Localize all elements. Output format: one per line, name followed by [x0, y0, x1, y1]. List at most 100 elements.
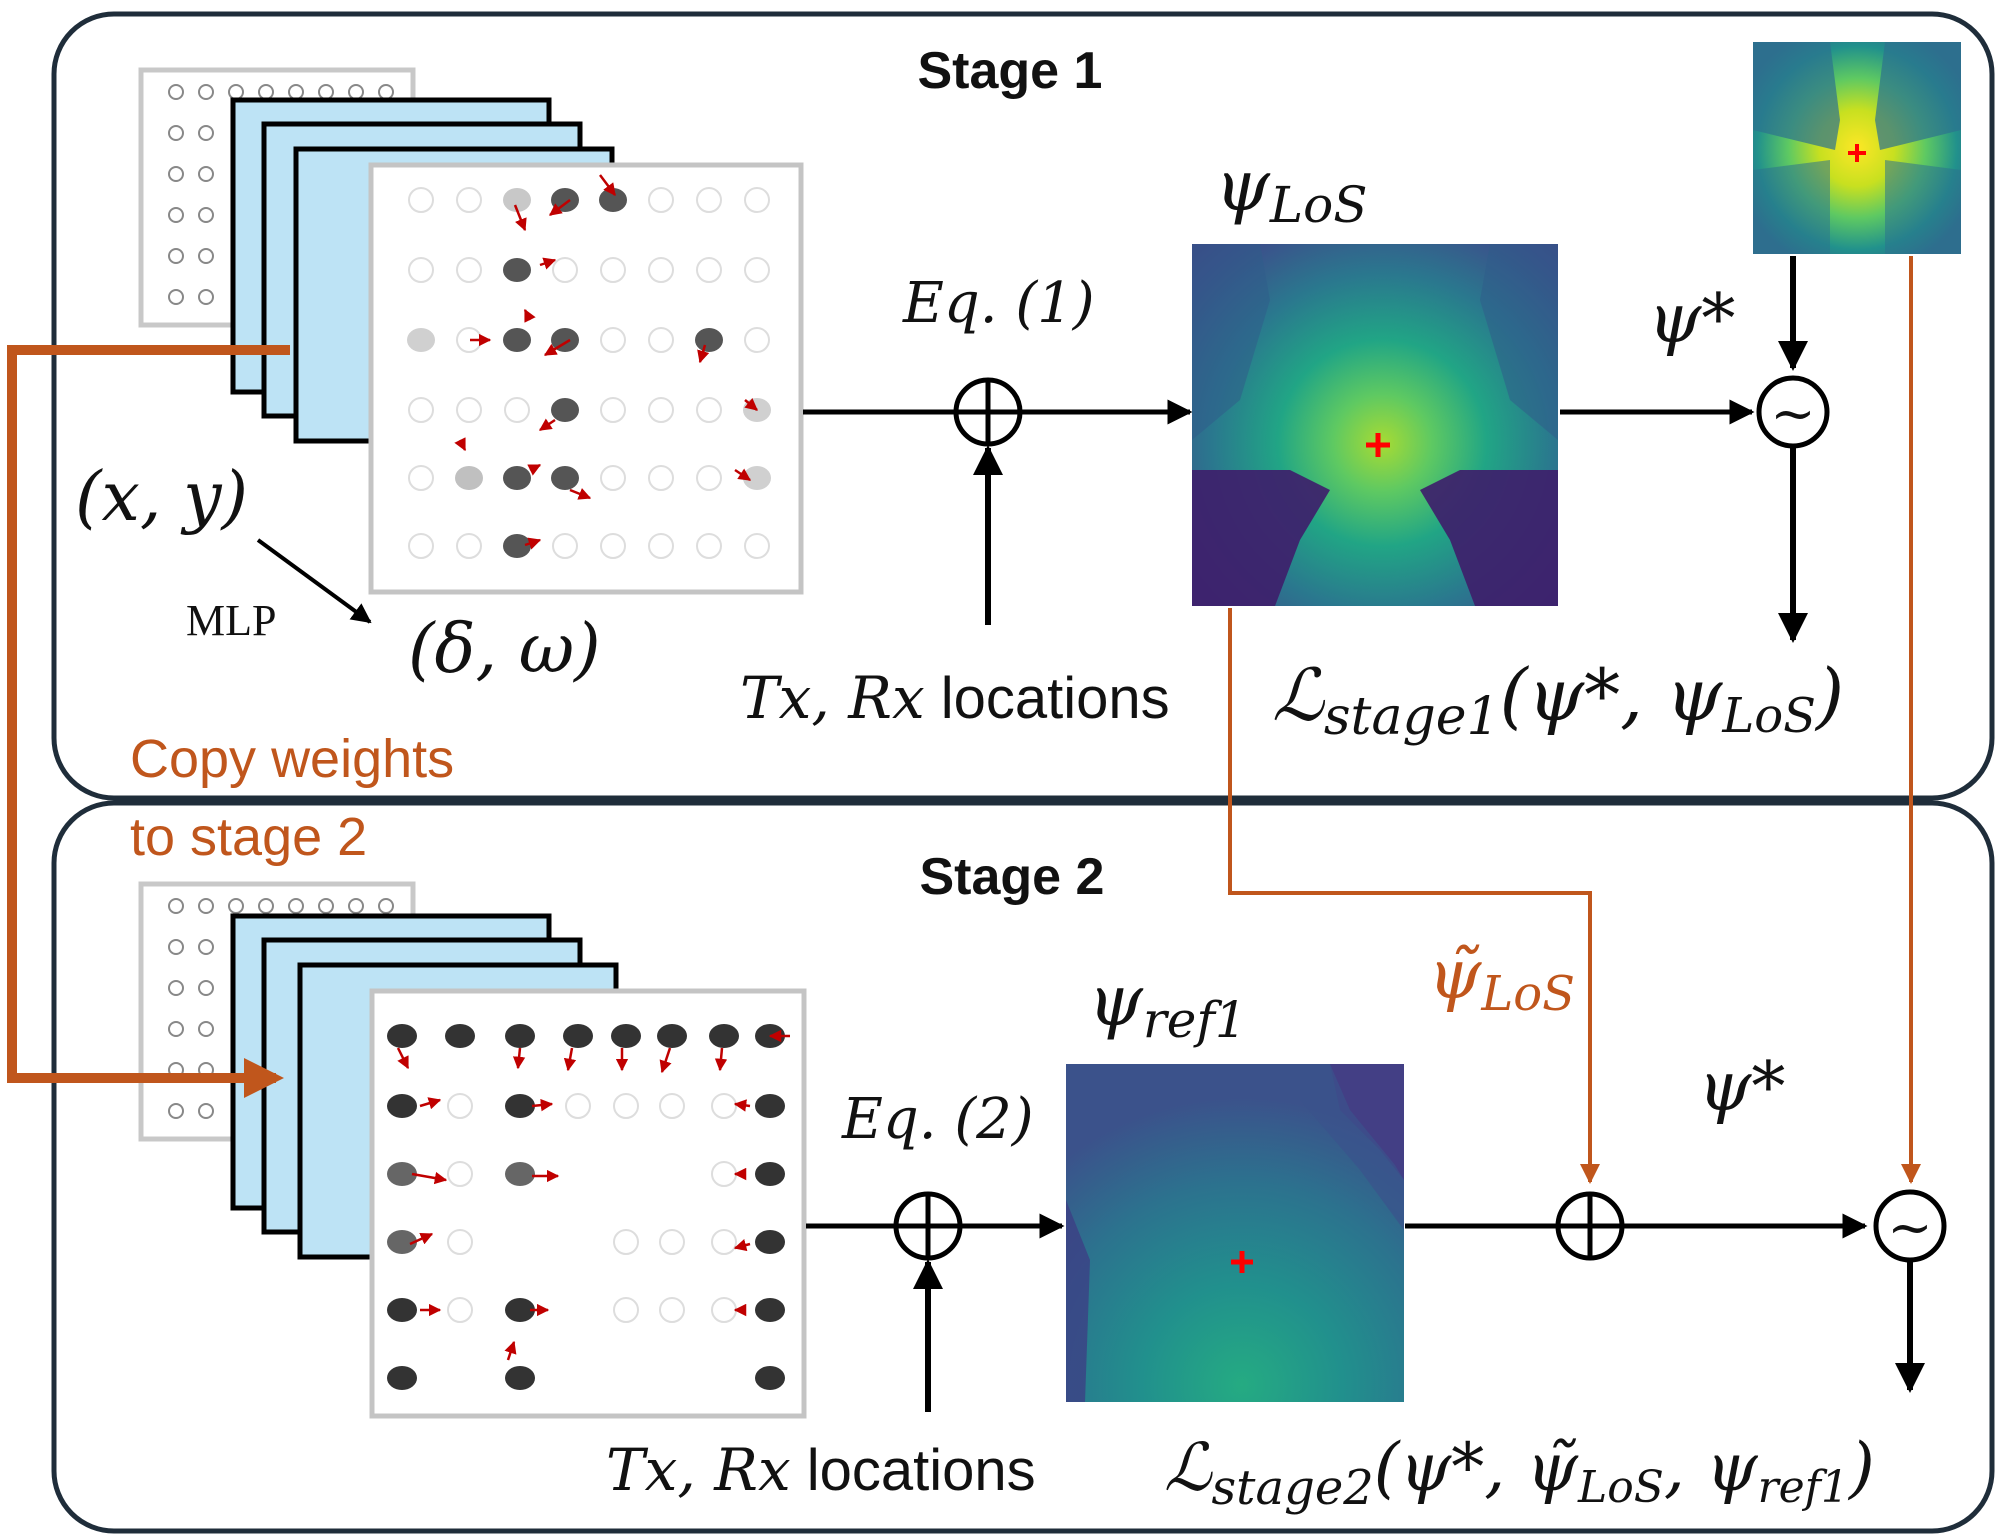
grid-dot [198, 248, 214, 264]
grid-dot [198, 207, 214, 223]
anchor-point [755, 1230, 785, 1254]
offset-arrow [599, 174, 616, 196]
approx-node-2: ~ [1873, 1189, 1947, 1263]
anchor-point [503, 534, 531, 558]
front-grid-frame-2 [369, 988, 807, 1419]
offset-arrow [512, 1047, 526, 1070]
anchor-point [445, 1024, 475, 1048]
grid-dot [696, 257, 722, 283]
anchor-point [387, 1162, 417, 1186]
grid-dot [600, 257, 626, 283]
anchor-point [387, 1366, 417, 1390]
anchor-point [387, 1230, 417, 1254]
anchor-point [387, 1298, 417, 1322]
anchor-point [503, 188, 531, 212]
grid-dot [228, 898, 244, 914]
grid-dot [318, 898, 334, 914]
grid-dot [696, 397, 722, 423]
grid-dot [198, 939, 214, 955]
grid-dot [198, 898, 214, 914]
grid-dot [168, 898, 184, 914]
grid-dot [408, 257, 434, 283]
anchor-point [505, 1024, 535, 1048]
grid-dot [456, 187, 482, 213]
eq1-label: Eq. (1) [902, 271, 1095, 336]
txrx2-label: Tx, Rx locations [606, 1436, 1036, 1504]
grid-dot [696, 533, 722, 559]
offset-arrow [504, 1340, 517, 1361]
grid-dot [648, 257, 674, 283]
grid-dot [168, 207, 184, 223]
grid-dot [565, 1093, 591, 1119]
anchor-point [709, 1024, 739, 1048]
delta-omega-label: (δ, ω) [408, 610, 601, 689]
anchor-point [755, 1298, 785, 1322]
grid-dot [198, 125, 214, 141]
anchor-point [505, 1094, 535, 1118]
approx-node-1: ~ [1756, 375, 1830, 449]
anchor-point [505, 1162, 535, 1186]
rx-marker [1231, 1251, 1253, 1273]
grid-dot [168, 1103, 184, 1119]
grid-dot [447, 1161, 473, 1187]
grid-dot [659, 1093, 685, 1119]
offset-arrow [733, 1099, 751, 1112]
stage1-panel [51, 11, 1995, 801]
grid-dot [744, 327, 770, 353]
anchor-point [503, 328, 531, 352]
grid-dot [613, 1093, 639, 1119]
txrx1-label: Tx, Rx locations [740, 664, 1170, 732]
sum-node-3 [1555, 1191, 1625, 1261]
grid-dot [447, 1229, 473, 1255]
grid-dot [600, 465, 626, 491]
stage2-frame-stack [138, 881, 807, 1419]
grid-dot [198, 1103, 214, 1119]
anchor-point [387, 1094, 417, 1118]
front-grid-frame [368, 162, 804, 595]
grid-dot [504, 397, 530, 423]
front-grid-dots-2 [387, 1024, 790, 1390]
stage2-title: Stage 2 [920, 848, 1105, 906]
offset-arrow [733, 1239, 751, 1252]
psi-star-label-1: ψ* [1648, 280, 1735, 359]
grid-dot [648, 465, 674, 491]
tx-marker [1366, 433, 1390, 457]
grid-dot [456, 397, 482, 423]
grid-dot [168, 289, 184, 305]
offset-arrow [396, 1047, 410, 1070]
grid-dot [447, 1297, 473, 1323]
anchor-point [563, 1024, 593, 1048]
grid-dot [600, 397, 626, 423]
grid-dot [552, 257, 578, 283]
anchor-point [503, 466, 531, 490]
back-grid-dots-2 [168, 898, 394, 1119]
offset-arrow [697, 344, 710, 364]
offset-arrow [524, 537, 542, 550]
offset-arrow [744, 397, 758, 411]
stage2-panel [51, 800, 1995, 1534]
anchor-point [503, 258, 531, 282]
grid-dot [447, 1093, 473, 1119]
grid-dot [696, 187, 722, 213]
svg-text:~: ~ [1887, 1196, 1932, 1259]
grid-dot [288, 898, 304, 914]
anchor-point [755, 1366, 785, 1390]
copy-weights-connector [7, 345, 290, 1098]
grid-dot [168, 248, 184, 264]
anchor-point [551, 466, 579, 490]
sum-node-1 [953, 377, 1023, 447]
grid-dot [348, 898, 364, 914]
grid-dot [648, 397, 674, 423]
input-coordinates-label: (x, y) [75, 458, 248, 537]
anchor-point [755, 1094, 785, 1118]
offset-arrow [527, 463, 542, 476]
anchor-point [407, 328, 435, 352]
anchor-point [755, 1162, 785, 1186]
offset-arrow [734, 468, 752, 482]
offset-arrow [538, 418, 556, 432]
anchor-point [505, 1366, 535, 1390]
grid-dot [744, 257, 770, 283]
offset-arrow [523, 308, 536, 323]
stage1-title: Stage 1 [918, 42, 1103, 100]
mlp-arrow [256, 538, 372, 624]
